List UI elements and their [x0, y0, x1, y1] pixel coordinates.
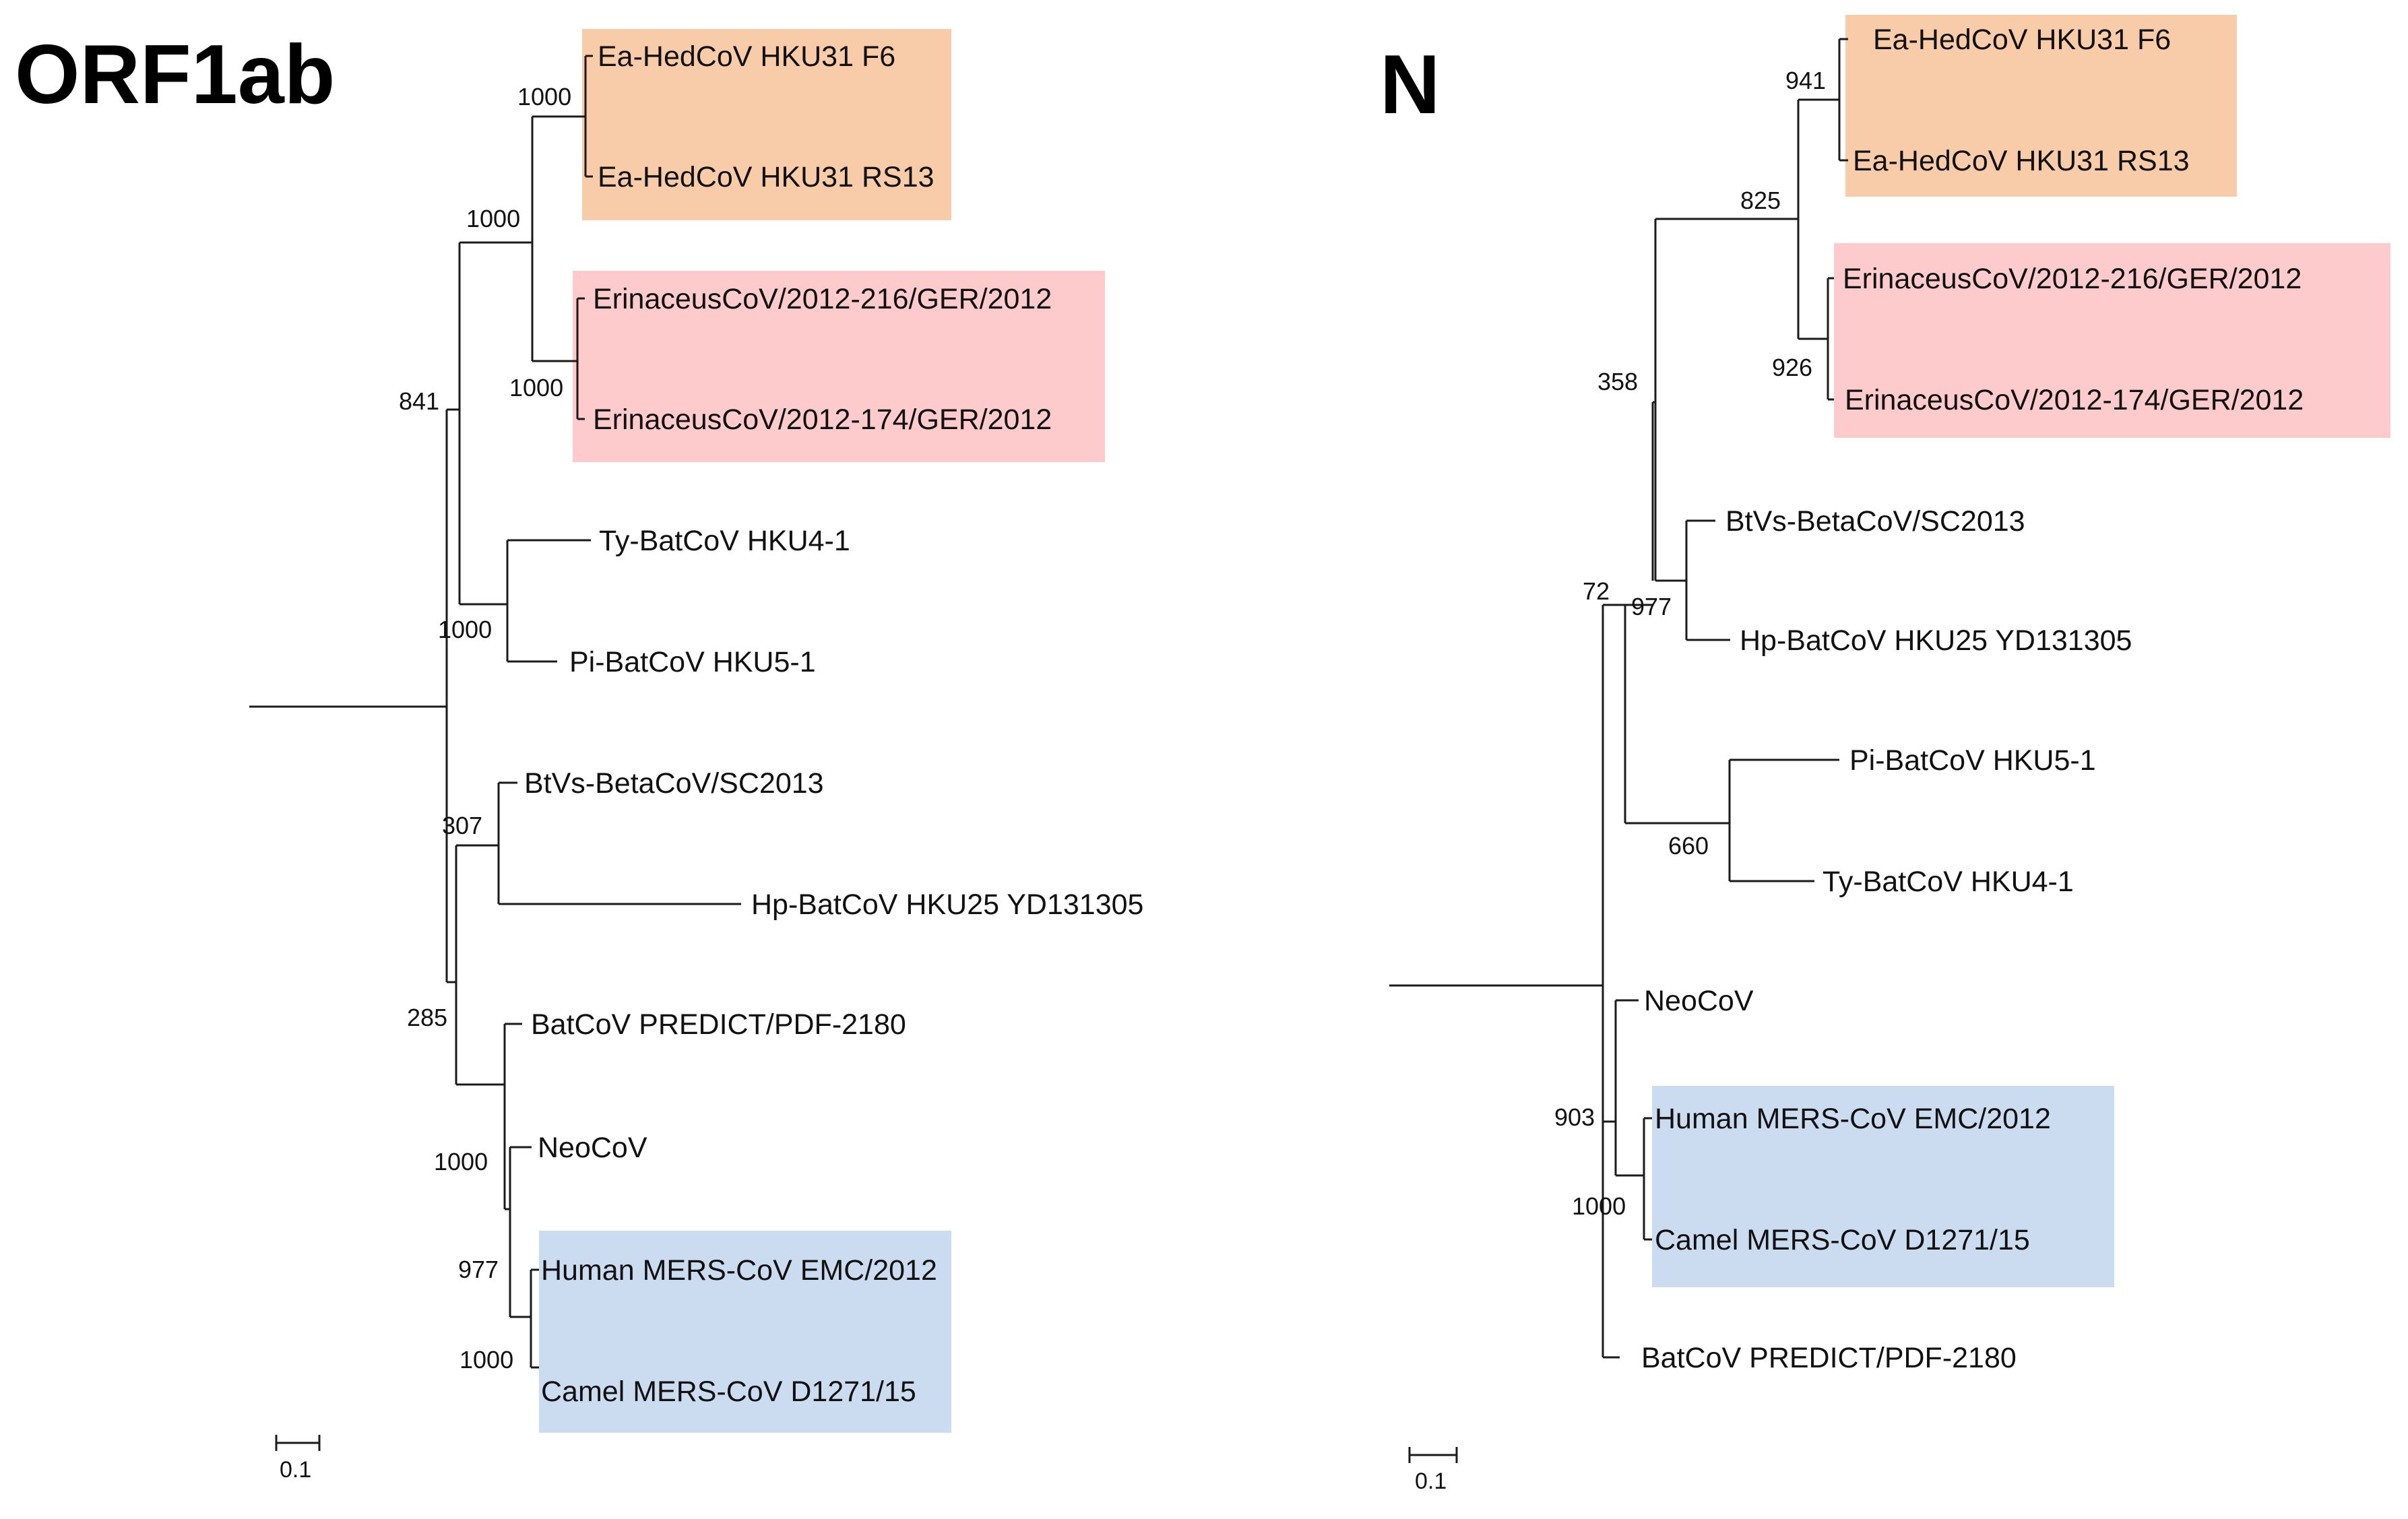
bootstrap-value: 72 [1583, 577, 1610, 605]
taxon-label: BtVs-BetaCoV/SC2013 [1725, 505, 2025, 538]
tree-branches-n [1389, 38, 1848, 1359]
bootstrap-labels-n: 941 825 926 358 977 72 660 903 1000 [1554, 67, 1826, 1220]
bootstrap-value: 903 [1554, 1103, 1595, 1131]
taxon-label: BatCoV PREDICT/PDF-2180 [1641, 1342, 2017, 1374]
taxon-label: Ty-BatCoV HKU4-1 [599, 525, 850, 557]
taxon-label: BtVs-BetaCoV/SC2013 [524, 767, 824, 800]
taxon-label: Pi-BatCoV HKU5-1 [569, 646, 816, 678]
scale-bar-label: 0.1 [280, 1457, 311, 1483]
panel-orf1ab: ORF1ab [15, 28, 1143, 1483]
taxon-label: ErinaceusCoV/2012-216/GER/2012 [593, 283, 1052, 315]
bootstrap-value: 1000 [509, 374, 563, 401]
bootstrap-value: 926 [1772, 354, 1812, 381]
bootstrap-value: 1000 [438, 616, 492, 643]
taxon-label: BatCoV PREDICT/PDF-2180 [531, 1008, 906, 1041]
taxon-label: ErinaceusCoV/2012-174/GER/2012 [593, 403, 1052, 436]
panel-title-n: N [1380, 38, 1440, 131]
bootstrap-value: 825 [1740, 187, 1781, 214]
taxon-label: Ea-HedCoV HKU31 RS13 [1853, 145, 2190, 177]
bootstrap-value: 841 [399, 387, 439, 415]
bootstrap-value: 307 [442, 812, 482, 839]
bootstrap-labels-orf1ab: 1000 1000 1000 841 1000 307 285 1000 977… [399, 83, 571, 1373]
bootstrap-value: 660 [1668, 832, 1709, 860]
highlight-red-box [573, 271, 1105, 462]
bootstrap-value: 1000 [434, 1148, 488, 1175]
bootstrap-value: 1000 [517, 83, 571, 110]
taxon-label: Camel MERS-CoV D1271/15 [541, 1376, 916, 1408]
highlight-blue-box [539, 1231, 951, 1433]
taxon-label: Pi-BatCoV HKU5-1 [1849, 744, 2096, 777]
taxon-label: Human MERS-CoV EMC/2012 [541, 1254, 937, 1287]
bootstrap-value: 1000 [460, 1346, 513, 1373]
taxon-label: Camel MERS-CoV D1271/15 [1655, 1224, 2030, 1256]
taxon-labels-orf1ab: Ea-HedCoV HKU31 F6 Ea-HedCoV HKU31 RS13 … [524, 40, 1143, 1408]
highlight-red-box [1834, 243, 2390, 438]
taxon-label: NeoCoV [1644, 985, 1754, 1017]
scale-bar-n: 0.1 [1408, 1447, 1458, 1494]
taxon-label: Ea-HedCoV HKU31 RS13 [598, 161, 934, 193]
bootstrap-value: 1000 [466, 205, 520, 232]
taxon-label: Hp-BatCoV HKU25 YD131305 [1740, 624, 2132, 657]
bootstrap-value: 1000 [1572, 1192, 1626, 1220]
highlight-blue-box [1652, 1086, 2114, 1287]
taxon-label: ErinaceusCoV/2012-174/GER/2012 [1845, 384, 2304, 416]
highlight-orange-box [1845, 15, 2237, 197]
taxon-label: NeoCoV [538, 1132, 647, 1164]
scale-bar-label: 0.1 [1415, 1468, 1447, 1494]
taxon-label: Ea-HedCoV HKU31 F6 [1873, 24, 2171, 56]
taxon-label: ErinaceusCoV/2012-216/GER/2012 [1843, 263, 2302, 295]
taxon-labels-n: Ea-HedCoV HKU31 F6 Ea-HedCoV HKU31 RS13 … [1641, 24, 2304, 1374]
taxon-label: Human MERS-CoV EMC/2012 [1655, 1103, 2051, 1135]
bootstrap-value: 941 [1785, 67, 1826, 94]
panel-title-orf1ab: ORF1ab [15, 28, 335, 121]
bootstrap-value: 285 [407, 1004, 447, 1031]
taxon-label: Ty-BatCoV HKU4-1 [1823, 866, 2074, 898]
taxon-label: Ea-HedCoV HKU31 F6 [598, 40, 895, 73]
bootstrap-value: 977 [1631, 593, 1672, 620]
tree-branches-orf1ab [249, 55, 741, 1369]
panel-n: N [1380, 15, 2390, 1494]
bootstrap-value: 358 [1597, 368, 1638, 395]
scale-bar-orf1ab: 0.1 [275, 1435, 321, 1483]
bootstrap-value: 977 [458, 1256, 499, 1283]
highlight-orange-box [582, 29, 951, 220]
taxon-label: Hp-BatCoV HKU25 YD131305 [751, 888, 1143, 921]
